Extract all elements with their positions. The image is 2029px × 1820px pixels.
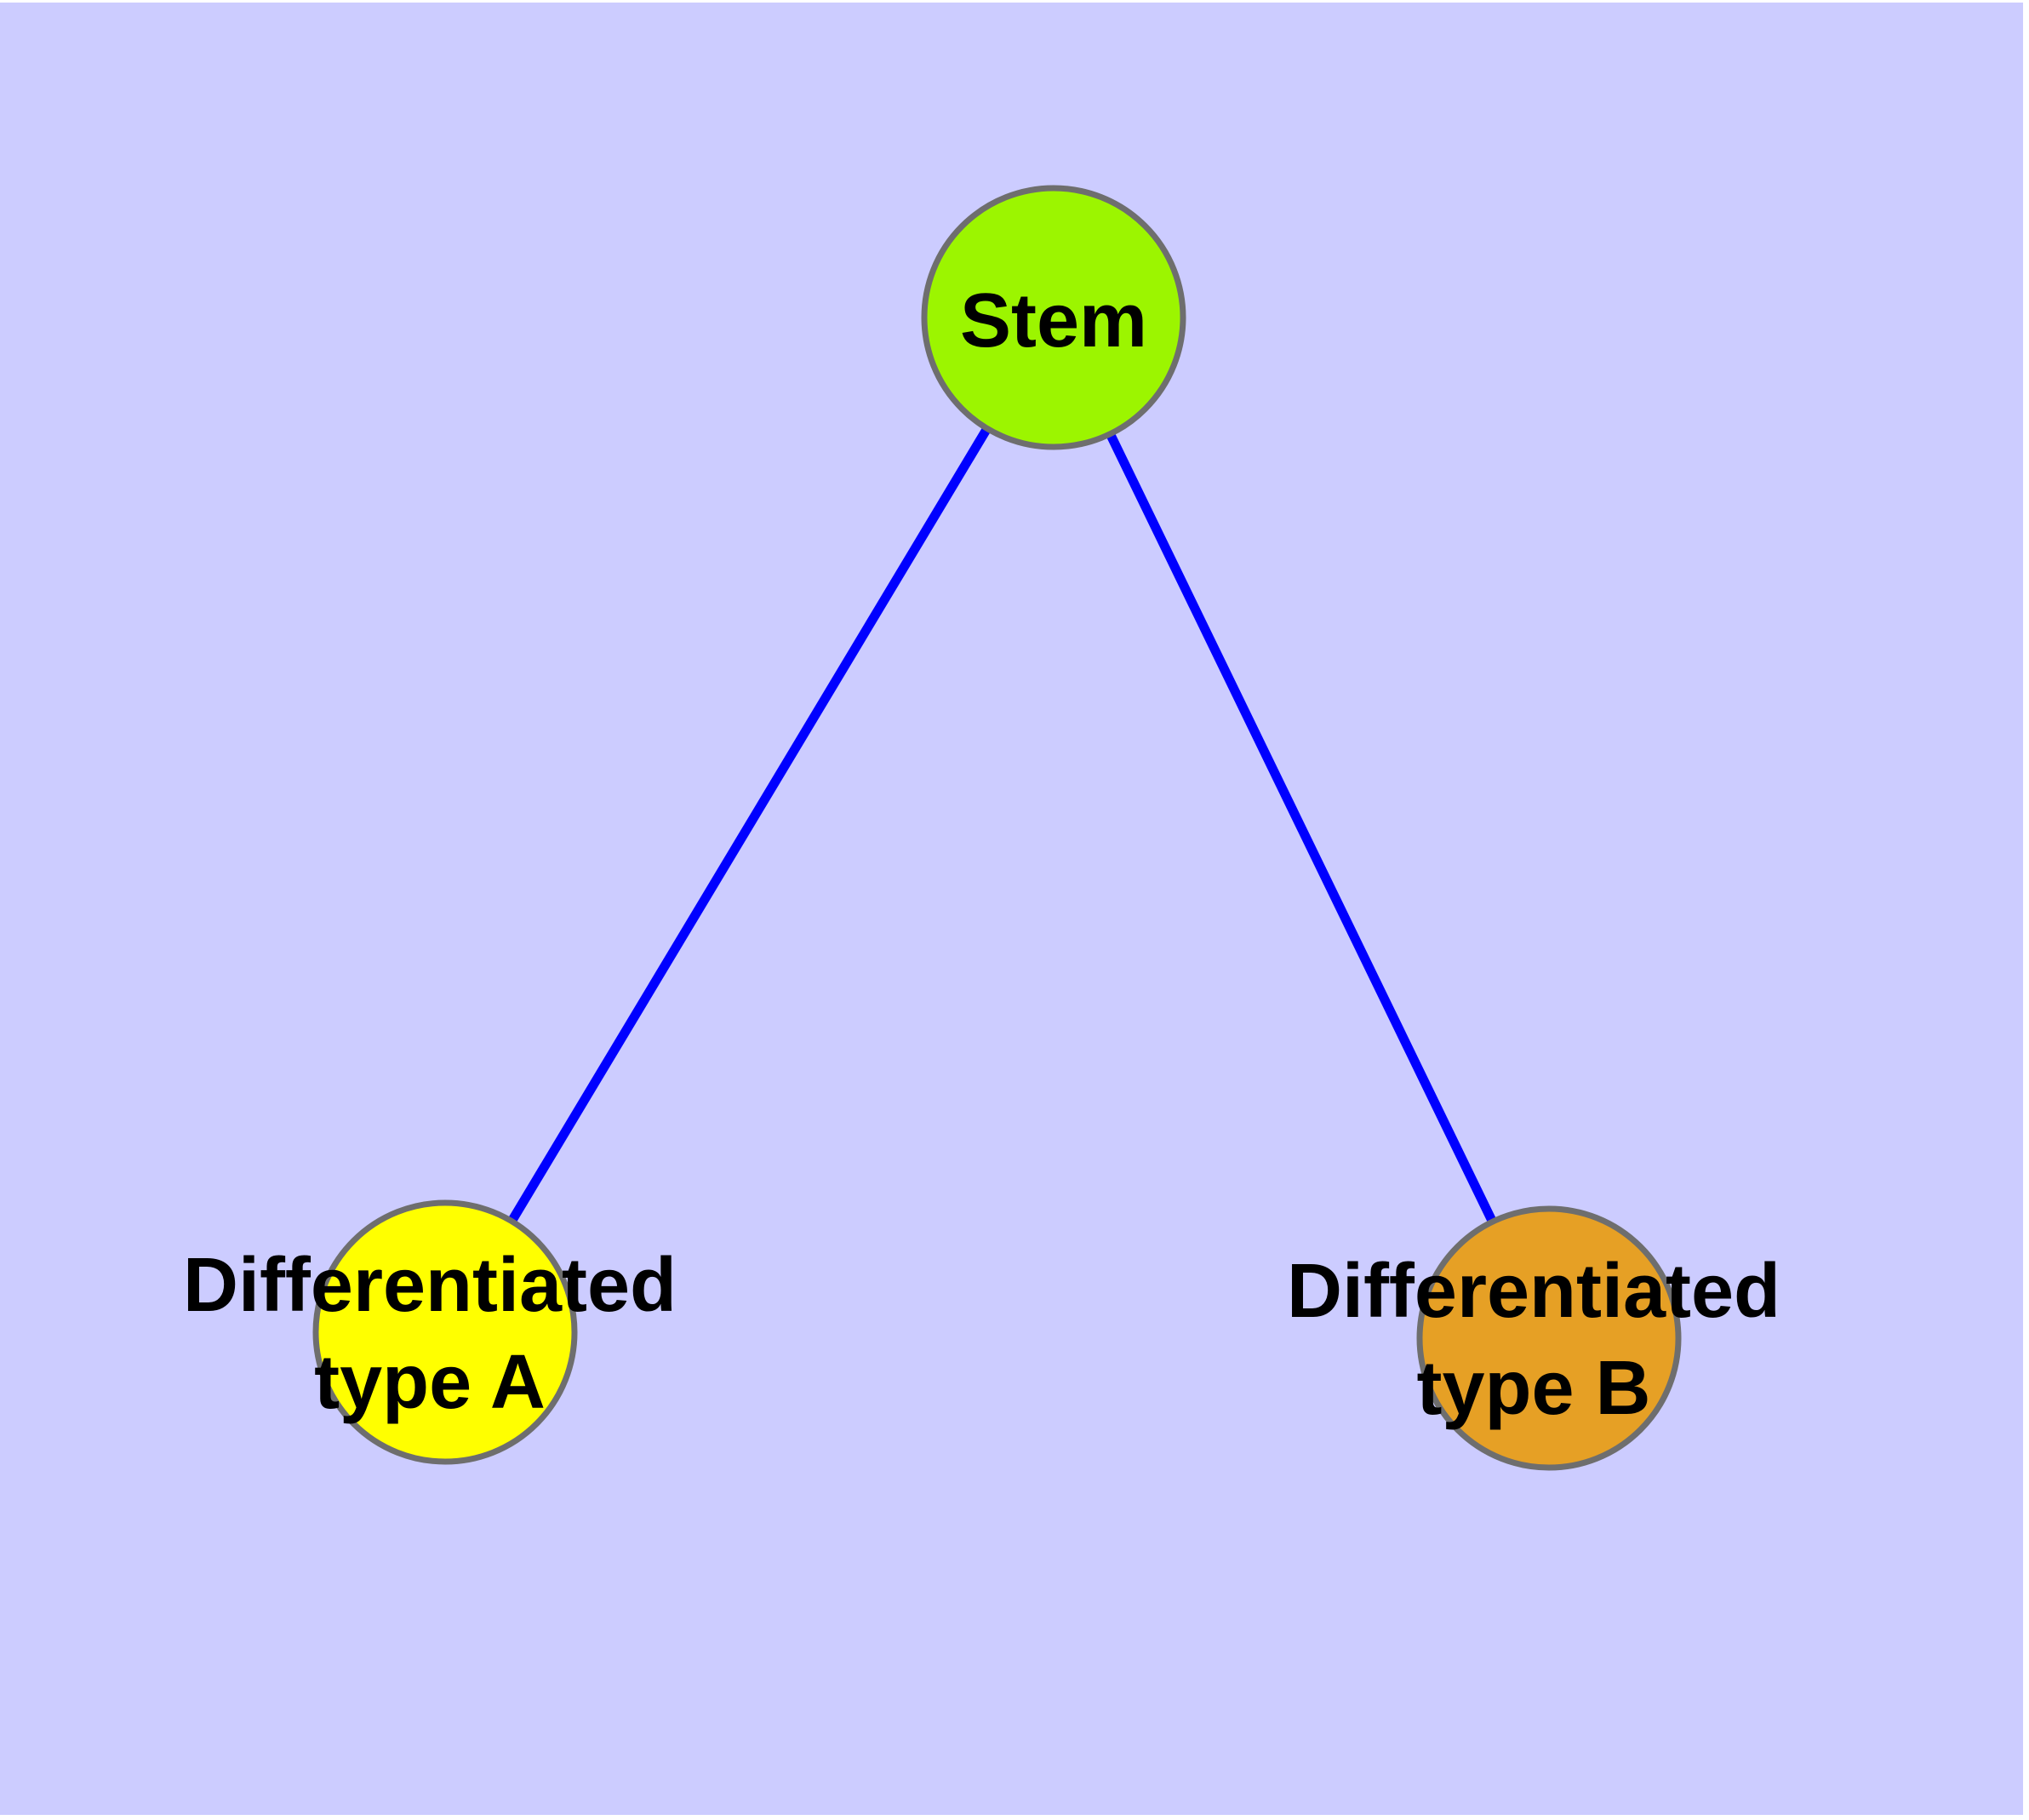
node-type-b-label-line2: type B xyxy=(1416,1346,1650,1431)
node-stem xyxy=(921,185,1186,450)
node-type-a-label-line1: Differentiated xyxy=(183,1243,677,1328)
node-type-b xyxy=(1416,1205,1682,1471)
node-stem-label: Stem xyxy=(960,278,1147,363)
node-type-a-label-line2: type A xyxy=(314,1340,546,1425)
node-type-a xyxy=(312,1199,578,1465)
edge-stem-to-type-a xyxy=(441,315,1058,1335)
node-type-b-label-line1: Differentiated xyxy=(1287,1249,1780,1334)
edge-stem-to-type-b xyxy=(1049,315,1553,1341)
